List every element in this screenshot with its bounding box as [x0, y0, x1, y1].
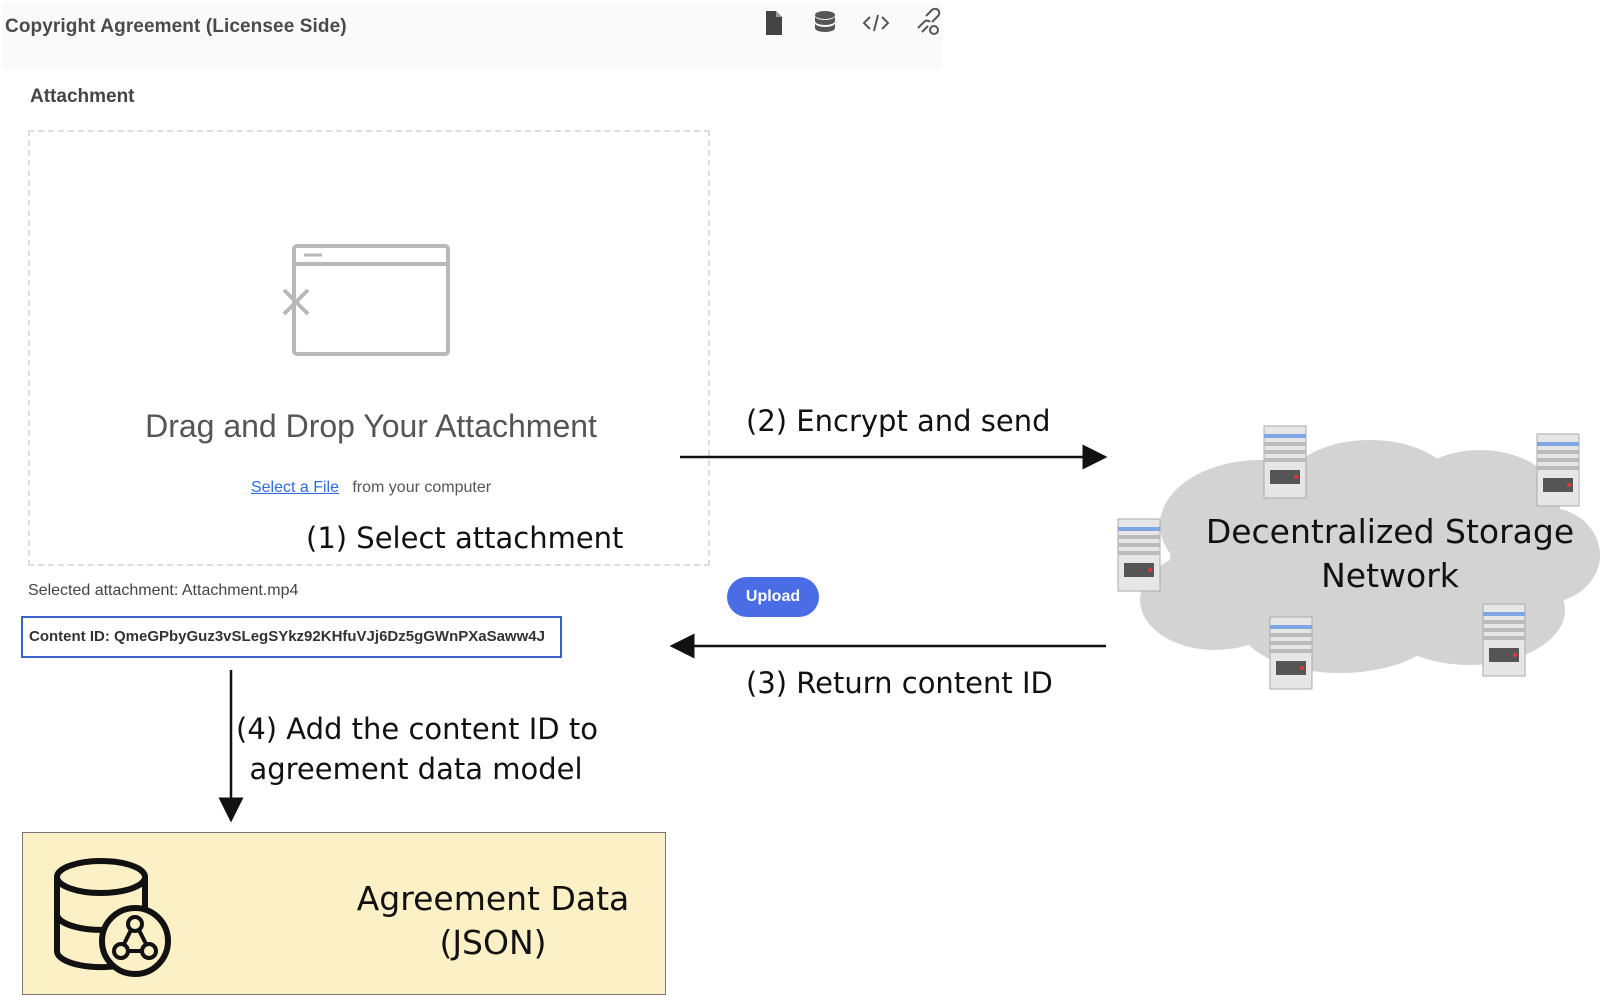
database-icon[interactable]: [810, 8, 840, 38]
step-4-label-line2: agreement data model: [249, 752, 583, 786]
drop-subtitle-suffix: from your computer: [352, 479, 492, 496]
code-icon[interactable]: [861, 8, 891, 38]
server-icon: [1481, 602, 1527, 678]
step-4-label-line1: (4) Add the content ID to: [236, 712, 598, 746]
section-label: Attachment: [30, 86, 135, 107]
select-file-link[interactable]: Select a File: [250, 479, 339, 496]
agreement-label-line2: (JSON): [439, 923, 547, 962]
upload-button[interactable]: Upload: [727, 577, 819, 617]
step-1-label: (1) Select attachment: [306, 521, 624, 555]
window-close-icon: [278, 242, 458, 362]
selected-attachment: Selected attachment: Attachment.mp4: [28, 582, 299, 599]
file-icon[interactable]: [758, 8, 788, 38]
server-icon: [1535, 432, 1581, 508]
storage-label-line2: Network: [1321, 556, 1459, 595]
link-settings-icon[interactable]: [912, 7, 942, 38]
drop-title: Drag and Drop Your Attachment: [145, 408, 597, 444]
step-3-label: (3) Return content ID: [746, 666, 1053, 700]
agreement-label-line1: Agreement Data: [356, 879, 630, 918]
storage-cloud: [1140, 440, 1600, 673]
step-2-label: (2) Encrypt and send: [746, 404, 1051, 438]
panel-title: Copyright Agreement (Licensee Side): [5, 16, 347, 37]
storage-label-line1: Decentralized Storage: [1205, 512, 1575, 551]
agreement-data-box: Agreement Data (JSON): [22, 832, 666, 995]
agreement-label: Agreement Data (JSON): [323, 877, 663, 965]
server-icon: [1268, 615, 1314, 691]
database-graph-icon: [53, 857, 173, 982]
content-id-field[interactable]: Content ID: QmeGPbyGuz3vSLegSYkz92KHfuVJ…: [21, 616, 562, 658]
drop-subtitle: Select a File from your computer: [30, 479, 712, 497]
dropzone[interactable]: Drag and Drop Your Attachment Select a F…: [28, 130, 710, 566]
server-icon: [1116, 517, 1162, 593]
panel-header: Copyright Agreement (Licensee Side): [2, 2, 942, 70]
server-icon: [1262, 424, 1308, 500]
storage-network-label: Decentralized Storage Network: [1190, 510, 1590, 598]
